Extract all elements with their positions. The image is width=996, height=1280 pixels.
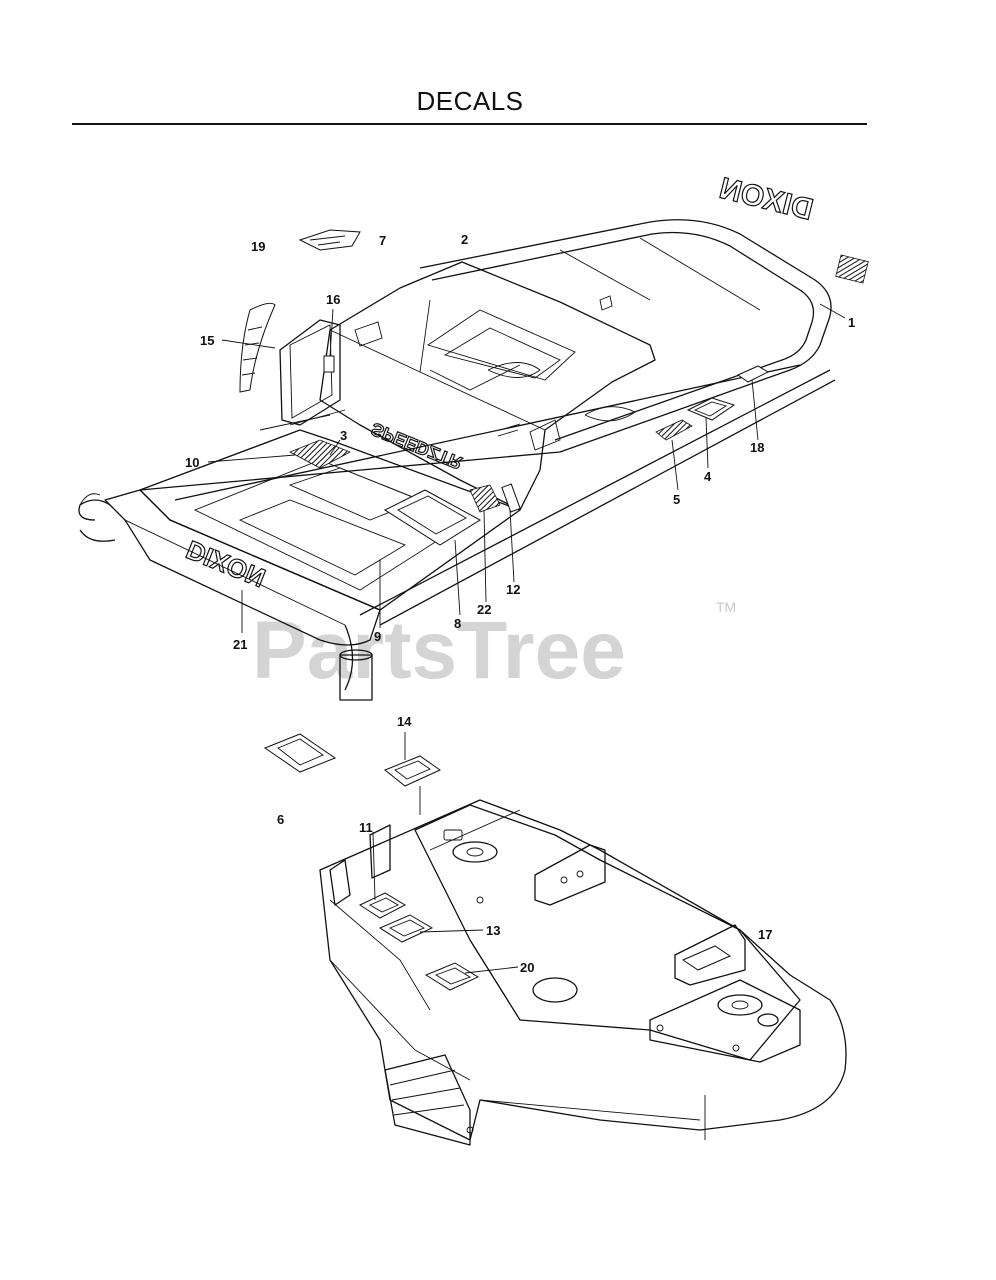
callout-8: 8	[454, 616, 461, 631]
decal-15	[239, 302, 276, 393]
mower-frame	[78, 219, 836, 701]
callout-14: 14	[397, 714, 412, 729]
callout-10: 10	[185, 455, 199, 470]
frame-decals	[239, 229, 869, 546]
deck-decals	[358, 892, 732, 991]
decal-1	[835, 254, 869, 284]
decal-11	[358, 892, 407, 919]
rear-brand-decal: DIXON	[716, 171, 817, 227]
decal-22	[469, 484, 501, 513]
decal-18	[736, 365, 770, 383]
callout-20: 20	[520, 960, 534, 975]
loose-decals	[263, 732, 442, 815]
svg-text:DIXON: DIXON	[716, 172, 816, 227]
callout-labels: 1 2 3 4 5 6 7 8 9 10 11 12 13 14 15 16 1…	[185, 232, 855, 975]
callout-19: 19	[251, 239, 265, 254]
callout-3: 3	[340, 428, 347, 443]
callout-18: 18	[750, 440, 764, 455]
decal-14	[384, 755, 442, 787]
leader-lines	[207, 303, 846, 974]
callout-9: 9	[374, 629, 381, 644]
callout-2: 2	[461, 232, 468, 247]
callout-4: 4	[704, 469, 712, 484]
callout-16: 16	[326, 292, 340, 307]
callout-13: 13	[486, 923, 500, 938]
callout-1: 1	[848, 315, 855, 330]
callout-11: 11	[359, 820, 373, 835]
decal-13	[378, 914, 434, 943]
mower-deck	[319, 799, 847, 1146]
callout-6: 6	[277, 812, 284, 827]
decal-12	[501, 483, 521, 513]
callout-12: 12	[506, 582, 520, 597]
callout-22: 22	[477, 602, 491, 617]
callout-5: 5	[673, 492, 680, 507]
decal-5	[655, 419, 693, 441]
decal-8	[383, 489, 481, 546]
decal-4	[686, 397, 736, 421]
callout-7: 7	[379, 233, 386, 248]
callout-21: 21	[233, 637, 247, 652]
page-title: DECALS	[416, 86, 524, 116]
callout-17: 17	[758, 927, 772, 942]
title-rule	[72, 123, 867, 125]
watermark: PartsTree TM	[252, 599, 736, 696]
decal-16	[323, 355, 335, 373]
callout-15: 15	[200, 333, 214, 348]
decal-7	[298, 229, 361, 251]
decal-17	[681, 945, 732, 971]
decal-6	[263, 733, 337, 773]
decal-20	[424, 962, 480, 991]
watermark-text: PartsTree	[252, 605, 626, 696]
watermark-trademark: TM	[716, 599, 736, 615]
